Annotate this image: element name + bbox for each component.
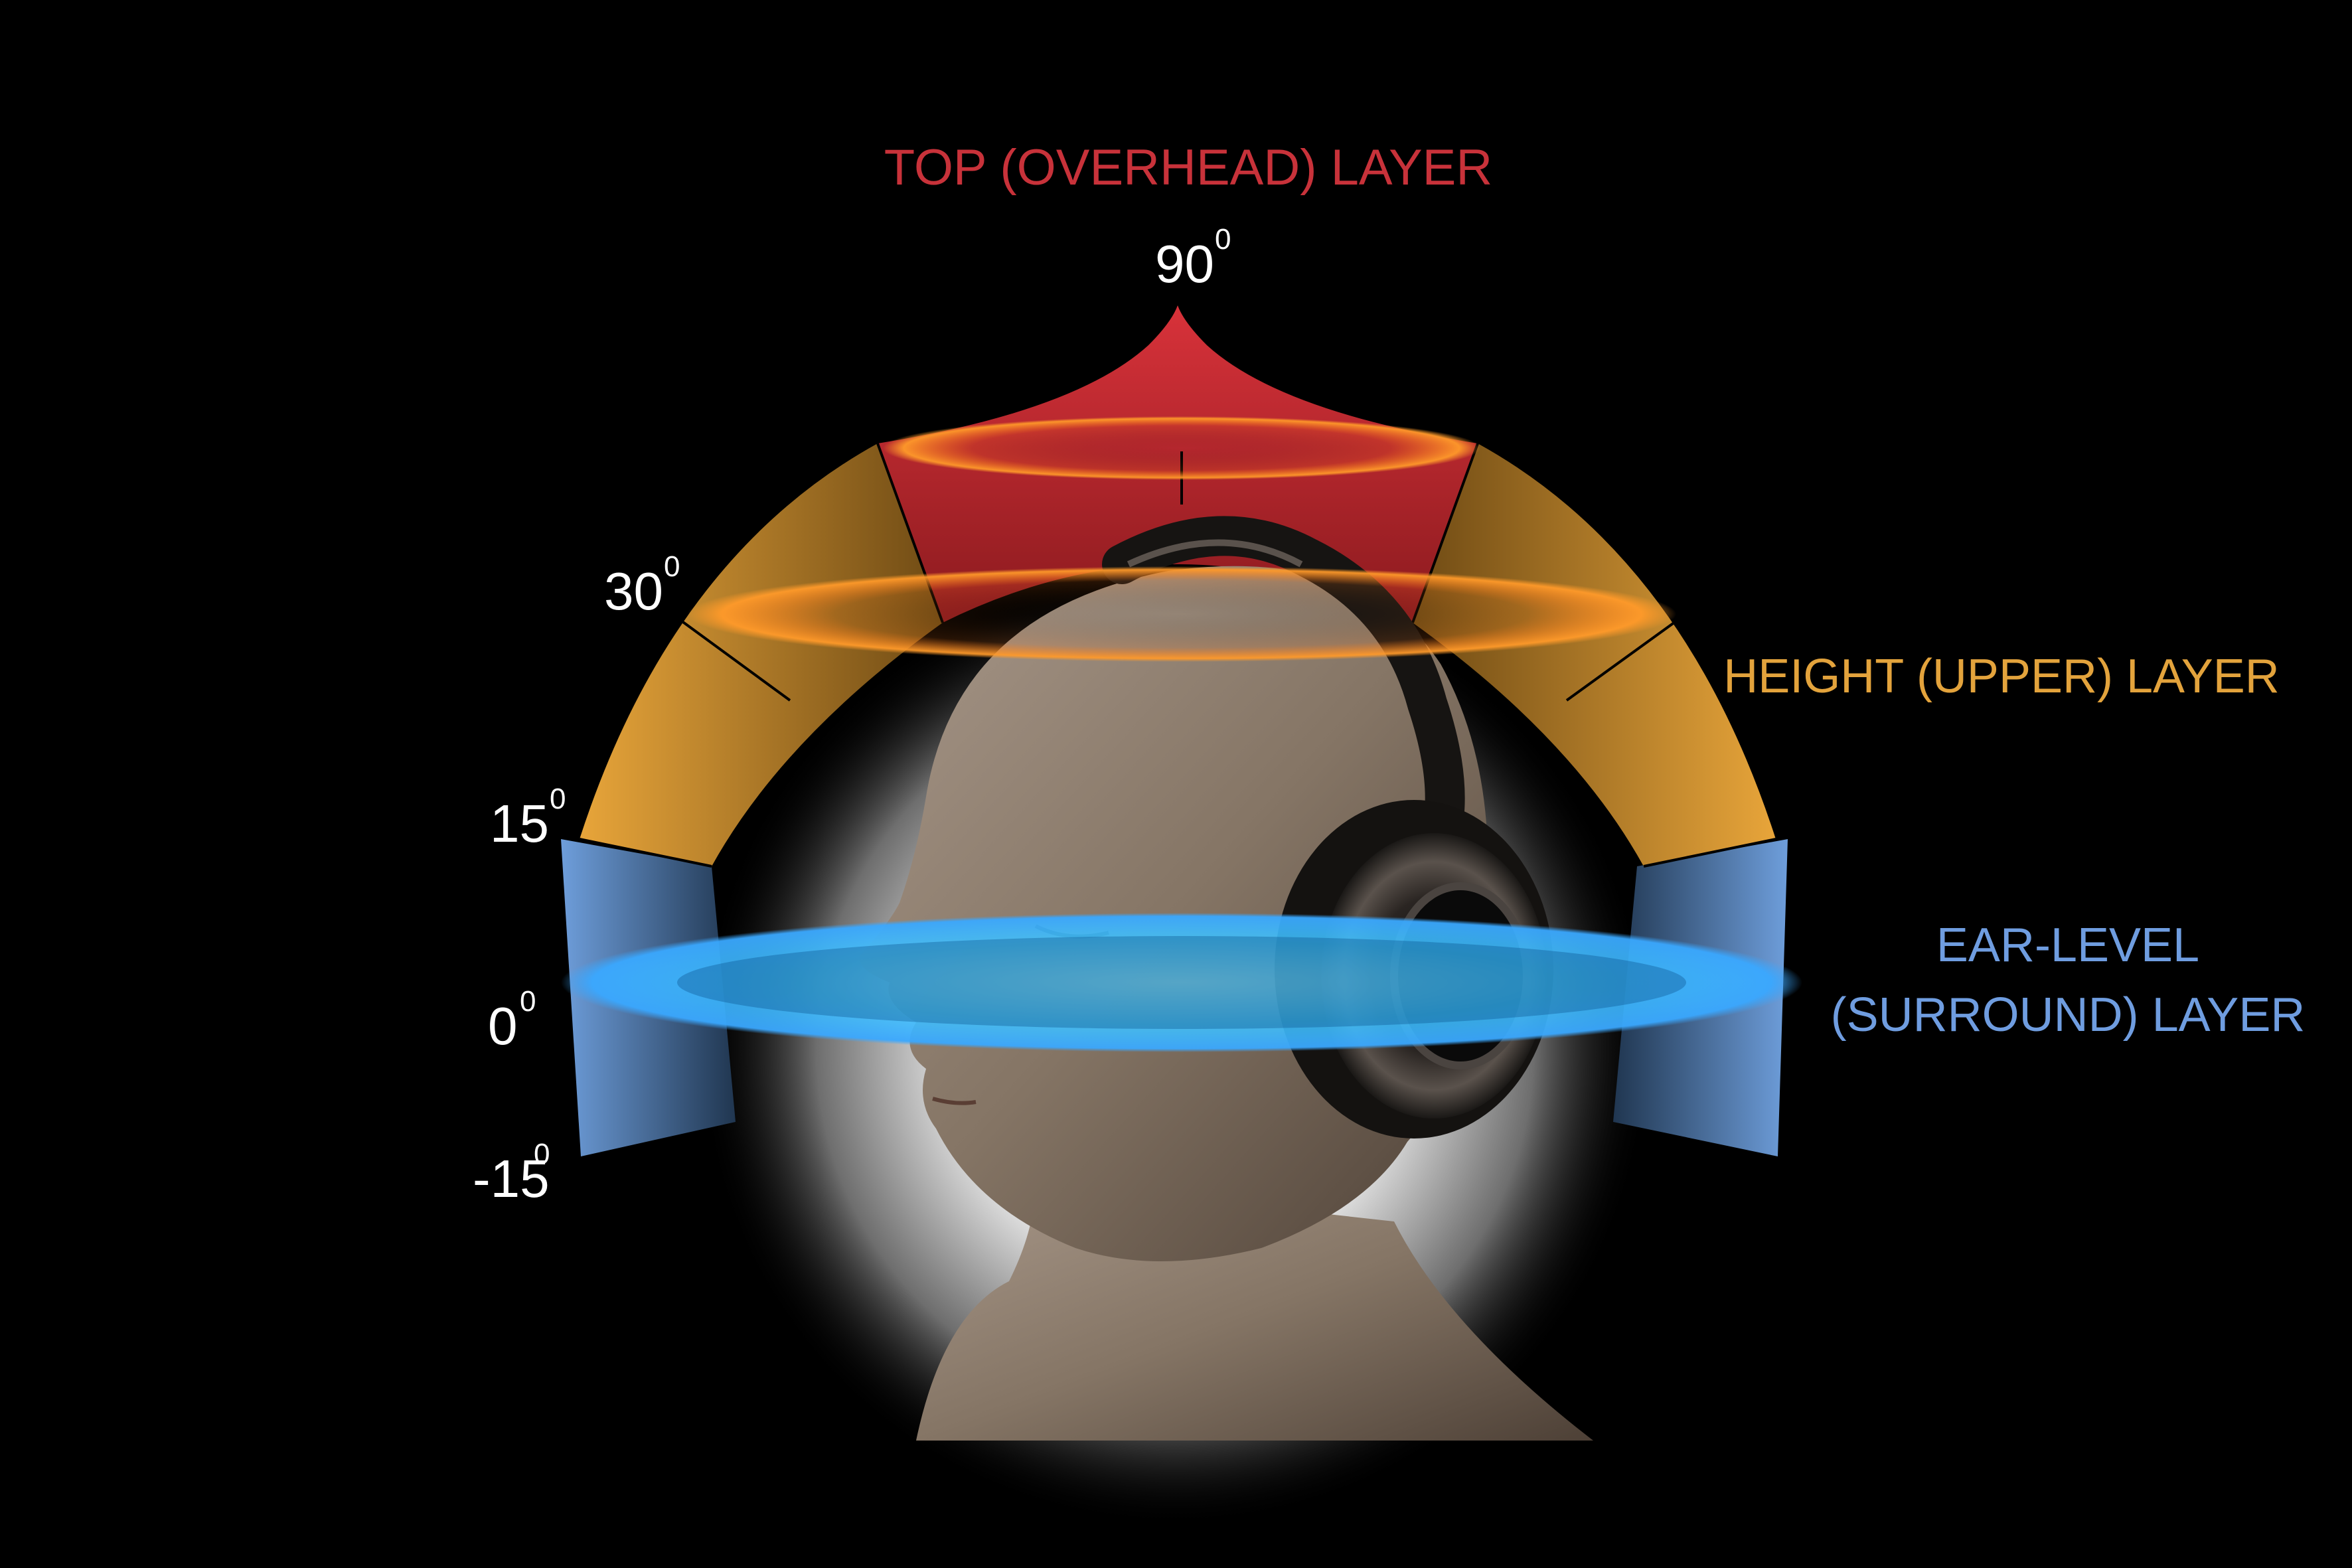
ear-level-ring-inner	[677, 936, 1686, 1029]
height-band-left	[580, 443, 943, 866]
top-layer-ring	[883, 416, 1480, 480]
ear-level-label-line2: (SURROUND) LAYER	[1831, 988, 2306, 1042]
svg-text:0: 0	[534, 1138, 550, 1170]
band-divider-left-15	[579, 838, 712, 868]
svg-text:90: 90	[1155, 234, 1214, 293]
angle-label-15: 15 0	[490, 783, 566, 853]
angle-label-90: 90 0	[1155, 223, 1231, 293]
height-layer-label: HEIGHT (UPPER) LAYER	[1723, 650, 2280, 703]
svg-text:15: 15	[490, 794, 549, 853]
svg-text:0: 0	[664, 550, 680, 583]
band-divider-right-15	[1643, 838, 1776, 868]
elevation-arc	[561, 305, 1788, 1156]
angle-label-0: 0 0	[488, 985, 536, 1056]
height-divider-right	[1565, 617, 1681, 702]
ear-level-ring	[561, 913, 1802, 1052]
svg-text:0: 0	[550, 783, 566, 815]
svg-text:0: 0	[520, 985, 536, 1018]
svg-text:-15: -15	[473, 1149, 550, 1208]
svg-text:30: 30	[604, 562, 663, 621]
height-layer-ring	[687, 566, 1676, 662]
height-divider-left	[677, 617, 791, 702]
svg-text:0: 0	[1215, 223, 1231, 256]
angle-label-30: 30 0	[604, 550, 680, 621]
ear-level-label-line1: EAR-LEVEL	[1936, 919, 2199, 972]
angle-label-neg15: -15 0	[473, 1138, 550, 1208]
top-layer-label: TOP (OVERHEAD) LAYER	[884, 139, 1492, 196]
svg-text:0: 0	[488, 996, 518, 1056]
height-band-right	[1413, 443, 1776, 866]
